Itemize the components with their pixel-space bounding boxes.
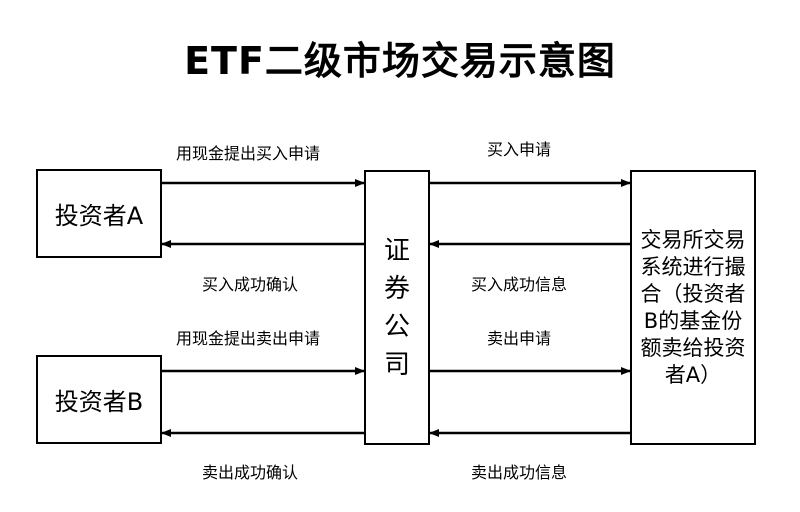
label-a-to-broker: 用现金提出买入申请 [176,144,321,163]
diagram-title: ETF二级市场交易示意图 [184,39,616,83]
broker-char: 券 [383,273,410,304]
label-exch-to-broker-sell: 卖出成功信息 [471,463,568,482]
investor-a-box: 投资者A [36,169,162,258]
broker-char: 证 [383,235,410,266]
broker-char: 司 [383,349,410,380]
investor-b-box: 投资者B [36,355,162,444]
label-broker-to-b: 卖出成功确认 [202,463,299,482]
label-b-to-broker: 用现金提出卖出申请 [176,329,321,348]
investor-b-label: 投资者B [54,388,144,416]
label-broker-to-a: 买入成功确认 [202,275,299,294]
label-broker-to-exch-buy: 买入申请 [487,140,552,159]
broker-box: 证 券 公 司 [364,170,430,445]
label-broker-to-exch-sell: 卖出申请 [487,329,552,348]
broker-char: 公 [383,311,410,342]
investor-a-label: 投资者A [54,202,144,230]
label-exch-to-broker-buy: 买入成功信息 [471,275,568,294]
exchange-box: 交易所交易系统进行撮合（投资者B的基金份额卖给投资者A） [630,170,756,445]
exchange-label: 交易所交易系统进行撮合（投资者B的基金份额卖给投资者A） [640,227,746,387]
broker-label: 证 券 公 司 [366,172,428,443]
